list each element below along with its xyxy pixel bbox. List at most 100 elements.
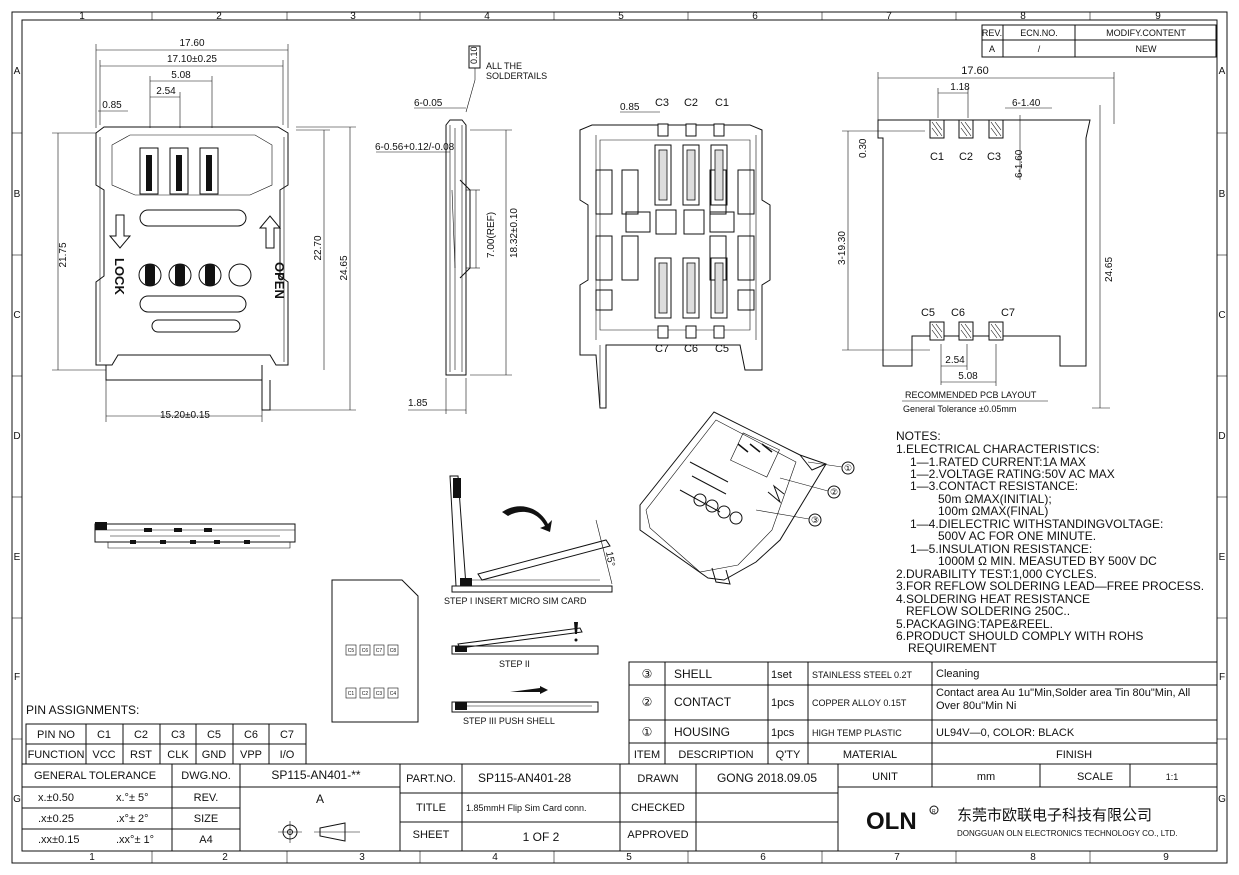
pcb-pad-c5: C5 (921, 307, 935, 319)
soldertail-note-1: ALL THE (486, 61, 522, 71)
dwg-no-value: SP115-AN401-** (271, 768, 360, 782)
note-1-3b: 100m ΩMAX(FINAL) (938, 504, 1048, 518)
note-3: 3.FOR REFLOW SOLDERING LEAD—FREE PROCESS… (896, 579, 1204, 593)
pin-header-c1: C1 (97, 729, 111, 741)
dim-7-00-ref: 7.00(REF) (486, 212, 497, 258)
pin-func-rst: RST (130, 749, 152, 761)
bom-header-qty: Q'TY (776, 749, 801, 761)
company-logo: OLN R (866, 805, 939, 835)
callout-1: ① (844, 463, 852, 473)
pcb-layout: 17.60 1.18 6-1.40 0.30 6-1.60 3-19.30 24… (837, 65, 1115, 414)
grid-row-f: F (14, 672, 20, 683)
tol-xx: .x±0.25 (38, 813, 74, 825)
front-view: 17.60 17.10±0.25 5.08 2.54 0.85 15.20±0.… (52, 38, 356, 422)
bom-qty-housing: 1pcs (771, 727, 795, 739)
grid-col-8: 8 (1020, 11, 1026, 22)
grid-col-2-bottom: 2 (222, 852, 228, 863)
sim-pin-c4: C4 (390, 691, 397, 697)
dim-6-0-56: 6-0.56+0.12/-0.08 (375, 142, 455, 153)
grid-col-8-bottom: 8 (1030, 852, 1036, 863)
title-block: GENERAL TOLERANCE DWG.NO. SP115-AN401-**… (21, 763, 1218, 852)
tol-xxx: .xx±0.15 (38, 834, 80, 846)
note-5: 5.PACKAGING:TAPE&REEL. (896, 617, 1053, 631)
note-6: 6.PRODUCT SHOULD COMPLY WITH ROHS (896, 629, 1143, 643)
pcb-dim-0-30: 0.30 (858, 138, 869, 158)
pin-func-clk: CLK (167, 749, 189, 761)
dim-2-54: 2.54 (156, 86, 176, 97)
bom-qty-shell: 1set (771, 669, 792, 681)
part-no-label: PART.NO. (406, 773, 456, 785)
ang-x: x.°± 5° (116, 792, 149, 804)
bom-material-shell: STAINLESS STEEL 0.2T (812, 670, 913, 680)
note-1-3: 1—3.CONTACT RESISTANCE: (910, 479, 1078, 493)
bottom-pin-c1: C1 (715, 97, 729, 109)
note-1-5: 1—5.INSULATION RESISTANCE: (910, 542, 1092, 556)
general-tolerance-label: GENERAL TOLERANCE (34, 770, 156, 782)
pcb-dim-5-08: 5.08 (958, 371, 978, 382)
pin-func-gnd: GND (202, 749, 227, 761)
ecn-value: / (1038, 44, 1041, 54)
grid-col-2: 2 (216, 11, 222, 22)
sim-pin-c1: C1 (348, 691, 355, 697)
tol-x: x.±0.50 (38, 792, 74, 804)
sim-pin-c8: C8 (390, 648, 397, 654)
bom-header-desc: DESCRIPTION (678, 749, 753, 761)
bottom-pin-c6: C6 (684, 343, 698, 355)
pcb-pad-c7: C7 (1001, 307, 1015, 319)
bom-item-2: ② (642, 695, 653, 709)
grid-row-f-right: F (1219, 672, 1225, 683)
modify-value: NEW (1136, 44, 1158, 54)
dim-17-10: 17.10±0.25 (167, 54, 217, 65)
pcb-pad-c1: C1 (930, 151, 944, 163)
grid-col-7: 7 (886, 11, 892, 22)
side-view: 0.10 ALL THE SOLDERTAILS 6-0.05 6-0.56+0… (375, 45, 547, 414)
bom-qty-contact: 1pcs (771, 697, 795, 709)
pcb-pad-c3: C3 (987, 151, 1001, 163)
step-1-label: STEP I INSERT MICRO SIM CARD (444, 596, 587, 606)
dim-5-08: 5.08 (171, 70, 191, 81)
pin-header-c3: C3 (171, 729, 185, 741)
ang-xx: .x°± 2° (116, 813, 149, 825)
approved-label: APPROVED (627, 829, 688, 841)
pcb-dim-17-60: 17.60 (961, 65, 989, 77)
size-value: A4 (199, 834, 212, 846)
grid-row-c: C (13, 310, 20, 321)
bottom-view: C3 C2 C1 C7 C6 C5 0.85 (579, 97, 771, 409)
projection-symbol (278, 821, 360, 843)
bom-material-contact: COPPER ALLOY 0.15T (812, 698, 907, 708)
pin-func-vpp: VPP (240, 749, 262, 761)
unit-value: mm (977, 771, 995, 783)
sim-pin-c7: C7 (376, 648, 383, 654)
dim-21-75: 21.75 (58, 242, 69, 267)
bom-table: ③ SHELL 1set STAINLESS STEEL 0.2T Cleani… (628, 661, 1218, 765)
grid-row-d: D (13, 431, 20, 442)
sim-pin-c6: C6 (362, 648, 369, 654)
bom-finish-contact: Contact area Au 1u"Min,Solder area Tin 8… (936, 687, 1191, 712)
grid-col-6: 6 (752, 11, 758, 22)
drawn-label: DRAWN (637, 773, 678, 785)
notes-title: NOTES: (896, 429, 941, 443)
pin-header-pinno: PIN NO (37, 729, 75, 741)
bom-item-1: ① (642, 725, 653, 739)
open-label: OPEN (272, 262, 287, 299)
sim-pin-c5: C5 (348, 648, 355, 654)
pin-header-c6: C6 (244, 729, 258, 741)
grid-col-4-bottom: 4 (492, 852, 498, 863)
pin-func-label: FUNCTION (28, 749, 85, 761)
note-1-4: 1—4.DIELECTRIC WITHSTANDINGVOLTAGE: (910, 517, 1163, 531)
grid-row-e: E (14, 552, 21, 563)
scale-label: SCALE (1077, 771, 1113, 783)
dim-6-0-05: 6-0.05 (414, 98, 443, 109)
isometric-view: ① ② ③ (639, 411, 855, 585)
rev-value-title: A (316, 792, 324, 806)
grid-col-1-bottom: 1 (89, 852, 95, 863)
sim-pin-c3: C3 (376, 691, 383, 697)
revision-table: REV. ECN.NO. MODIFY.CONTENT A / NEW (981, 24, 1217, 58)
bom-header-finish: FINISH (1056, 749, 1092, 761)
step-2-label: STEP II (499, 659, 530, 669)
grid-col-9-bottom: 9 (1163, 852, 1169, 863)
soldertail-note-2: SOLDERTAILS (486, 71, 547, 81)
ecn-header: ECN.NO. (1020, 28, 1058, 38)
micro-sim-card: C5 C6 C7 C8 C1 C2 C3 C4 (331, 579, 419, 723)
note-1-5a: 1000M Ω MIN. MEASUTED BY 500V DC (938, 554, 1157, 568)
